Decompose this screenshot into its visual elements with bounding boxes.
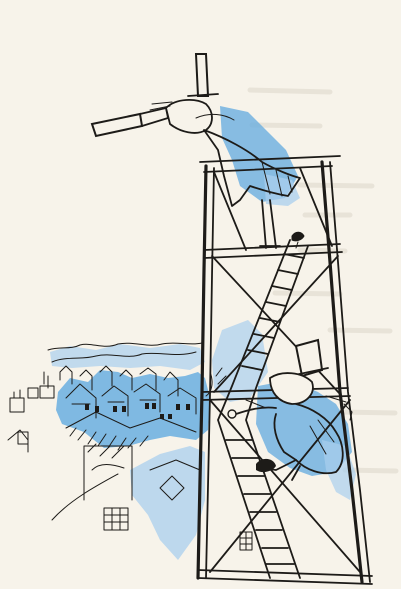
top-hat <box>194 53 210 97</box>
sketch-strokes <box>205 367 353 421</box>
coat <box>203 129 301 207</box>
small-bird <box>291 231 305 249</box>
ladder-rail-left <box>217 239 291 579</box>
tower-top-platform <box>199 155 341 163</box>
window-grid <box>103 507 129 531</box>
climber-shoe <box>256 458 276 473</box>
rooftops-distant <box>47 342 203 419</box>
climbing-man <box>227 338 344 481</box>
window-tower-base <box>239 531 253 551</box>
tower-base <box>197 569 373 577</box>
wash-city-top <box>50 344 205 370</box>
tower-right-post <box>320 160 364 584</box>
head <box>165 99 213 134</box>
legs <box>261 199 277 249</box>
man-with-telescope <box>90 53 301 249</box>
wash-man-shoulder <box>264 174 300 206</box>
climber-head <box>269 372 314 405</box>
windows-distant <box>85 403 190 419</box>
wash-ground <box>130 446 205 560</box>
ladder-rail-right <box>245 245 309 579</box>
climber-body <box>273 403 344 475</box>
scaffold-tower <box>196 155 373 585</box>
chimneys-left <box>7 371 55 453</box>
wash-tower-middle <box>212 320 268 402</box>
wash-city <box>56 370 210 448</box>
rooftops-foreground <box>51 411 201 521</box>
ladder <box>217 239 309 579</box>
blue-wash <box>50 106 356 560</box>
